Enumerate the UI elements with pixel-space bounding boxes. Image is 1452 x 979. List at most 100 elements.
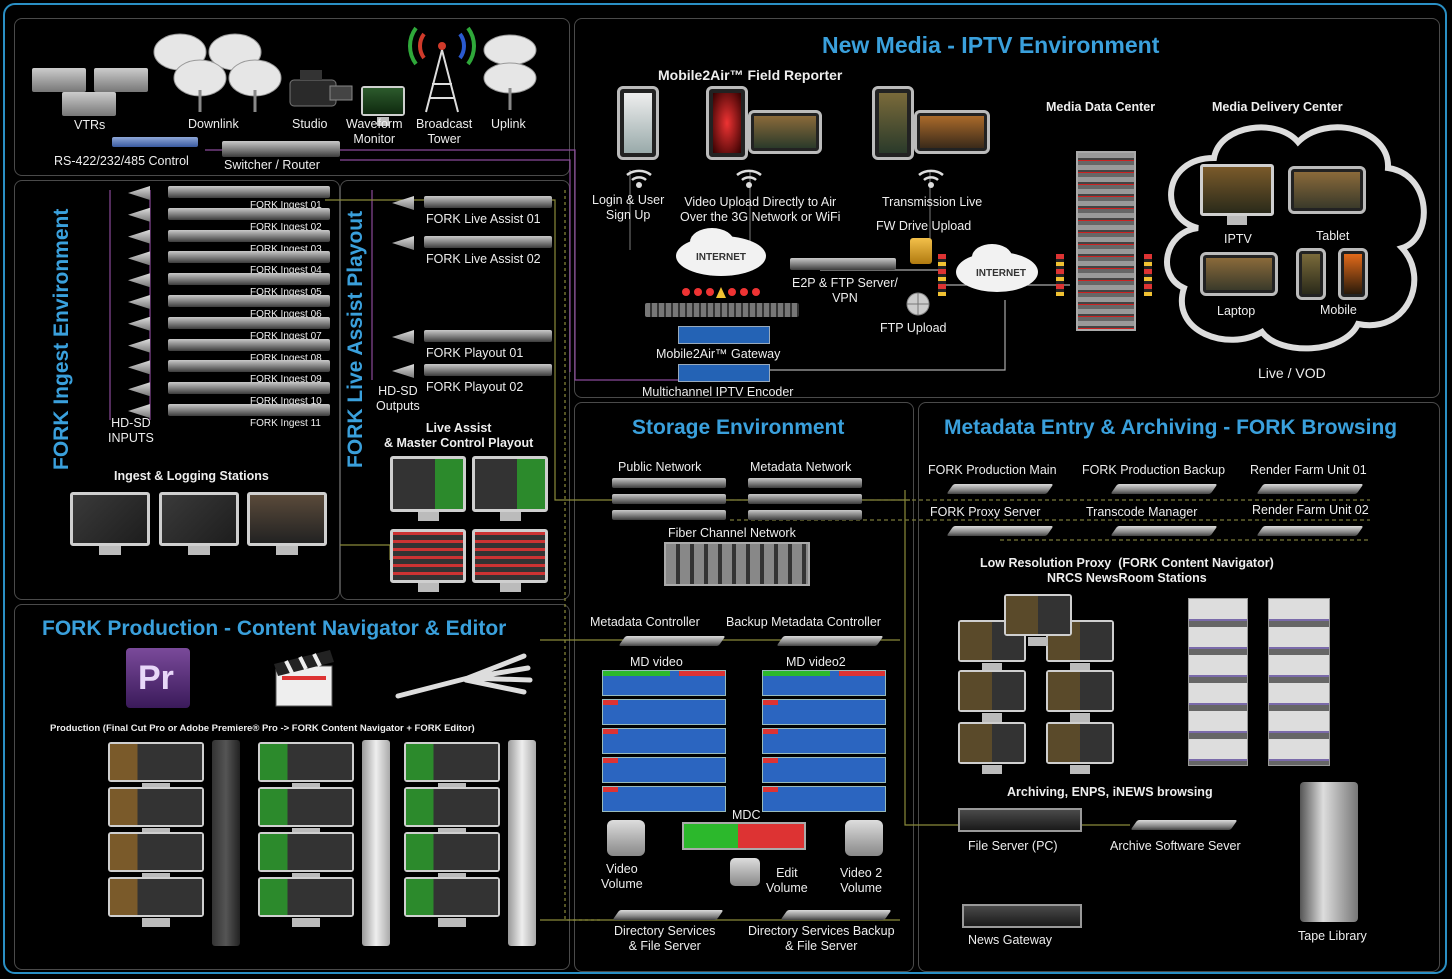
studio-label: Studio [292,117,328,131]
premiere-pro-text: Pr [138,659,174,697]
ingest-unit-label: FORK Ingest 10 [250,396,322,408]
production-monitor [108,832,204,882]
gateway-icon [678,326,770,344]
ingest-unit-3 [168,229,330,242]
playout-monitor-2 [472,456,548,521]
ingest-unit-2 [168,207,330,220]
dir-backup-label: Directory Services Backup & File Server [748,924,895,953]
satellite-dishes-icon [153,33,282,112]
studio-camera-icon [289,70,353,107]
ingest-unit-7 [168,316,330,329]
delivery-center-label: Media Delivery Center [1212,100,1343,114]
e2p-label: E2P & FTP Server/ VPN [792,276,898,305]
uplink-dish-icon [483,34,537,110]
ingest-unit-1 [168,186,330,198]
video-volume-icon [607,820,645,856]
transmission-phone-1-icon [872,86,914,160]
server-label-3: Render Farm Unit 01 [1250,463,1367,477]
proxy-laptop-5 [958,722,1026,774]
live-assist-unit-label: FORK Playout 01 [426,346,524,360]
server-label-2: FORK Production Backup [1082,463,1226,477]
live-assist-unit-2 [424,236,552,248]
nrcs-station-stack-2 [1268,598,1330,766]
video-upload-label: Video Upload Directly to Air Over the 3G… [680,195,841,224]
production-caption: Production (Final Cut Pro or Adobe Premi… [50,723,475,734]
dir-backup-icon [780,910,892,920]
fiber-switch-icon [664,542,810,586]
news-gateway-label: News Gateway [968,933,1053,947]
tape-library-icon [1300,782,1358,922]
ingest-unit-label: FORK Ingest 02 [250,221,322,233]
ingest-unit-label: FORK Ingest 06 [250,309,322,320]
news-gateway-icon [962,904,1082,928]
live-assist-unit-label: FORK Playout 02 [426,380,524,394]
proxy-laptop-7 [1004,594,1072,646]
production-monitor [108,742,204,792]
tablet-icon [1288,166,1366,214]
ingest-station-1 [70,492,150,555]
md-disk-row [762,786,886,812]
live-vod-label: Live / VOD [1258,365,1326,381]
production-panel [14,604,570,970]
iptv-title: New Media - IPTV Environment [822,32,1160,58]
edit-volume-icon [730,858,760,886]
production-monitor [404,742,500,792]
md-controller-icon [618,636,726,646]
video-volume-label: Video Volume [601,862,643,891]
proxy-laptop-4 [1046,670,1114,722]
hdsd-inputs-label: HD-SD INPUTS [108,416,154,445]
file-server-label: File Server (PC) [968,839,1058,853]
live-assist-unit-label: FORK Live Assist 02 [426,252,541,266]
mobile-phone-2-icon [1338,248,1368,300]
live-assist-unit-3 [424,330,552,342]
fiber-label: Fiber Channel Network [668,526,796,540]
metadata-switch-2 [748,494,862,504]
firewall-left-icon [938,254,946,296]
playout-monitor-4 [472,529,548,592]
storage-panel [574,402,914,972]
video2-volume-icon [845,820,883,856]
proxy-laptop-6 [1046,722,1114,774]
md-video-label: MD video [630,655,683,669]
live-assist-unit-4 [424,364,552,376]
waveform-monitor-icon [361,86,405,126]
ingest-unit-label: FORK Ingest 04 [250,265,322,277]
ingest-panel [14,180,340,600]
switcher-label: Switcher / Router [224,158,320,172]
waveform-label: Waveform Monitor [346,117,403,146]
ftp-upload-label: FTP Upload [880,321,947,335]
md-disk-row [602,757,726,783]
encoder-icon [678,364,770,382]
firewall-right-icon [1056,254,1064,296]
playout-monitor-1 [390,456,466,521]
server-label-1: FORK Production Main [928,463,1057,477]
device-laptop-label: Laptop [1217,304,1256,318]
ingest-unit-label: FORK Ingest 11 [250,418,321,429]
rs422-label: RS-422/232/485 Control [54,154,189,168]
globe-icon [906,292,930,316]
internet-label-1: INTERNET [696,252,746,263]
server-label-5: Transcode Manager [1086,505,1198,519]
server-icon-3 [1256,484,1364,494]
outer-frame [3,3,1447,974]
fork-icon [395,653,533,699]
tape-library-label: Tape Library [1298,929,1367,943]
wifi-icon-3 [918,169,944,188]
gateway-label: Mobile2Air™ Gateway [656,347,781,361]
server-label-6: Render Farm Unit 02 [1252,503,1369,517]
backup-md-controller-icon [776,636,884,646]
production-tower-icon [508,740,536,946]
ingest-unit-10 [168,382,330,395]
device-mobile-label: Mobile [1320,303,1357,317]
ingest-unit-label: FORK Ingest 09 [250,374,322,386]
login-label: Login & User Sign Up [592,193,665,222]
live-assist-unit-1 [424,196,552,208]
md-disk-row [602,786,726,812]
master-playout-label: Live Assist & Master Control Playout [384,421,534,450]
ingest-stations-label: Ingest & Logging Stations [114,469,269,483]
ingest-station-3 [247,492,327,555]
ingest-unit-9 [168,360,330,373]
server-icon-4 [946,526,1054,536]
ingest-unit-label: FORK Ingest 08 [250,352,322,364]
video2-volume-label: Video 2 Volume [840,866,883,895]
